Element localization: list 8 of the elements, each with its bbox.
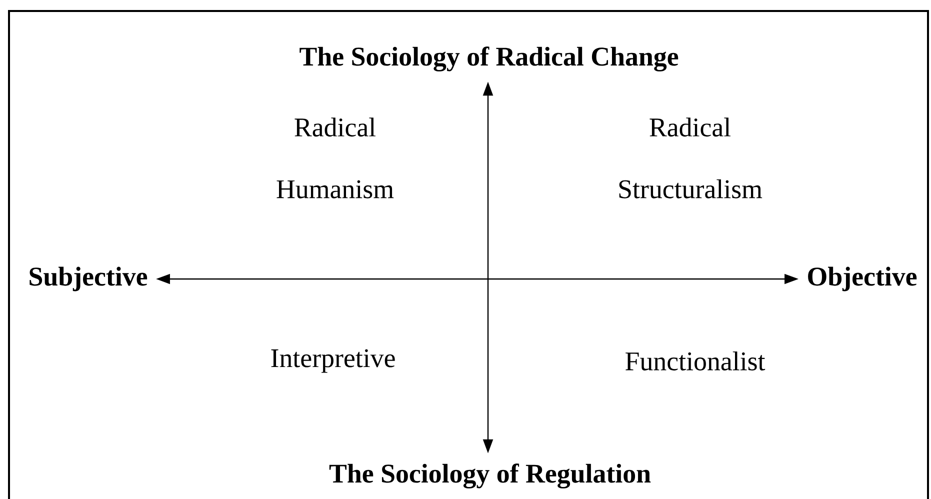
axis-label: Subjective	[30, 266, 148, 292]
quadrant-label: Functionalist	[626, 352, 766, 370]
quadrant-label: Radical Humanism	[276, 118, 394, 198]
axis-label: The Sociology of Radical Change	[300, 46, 678, 72]
axis-label: Objective	[808, 266, 917, 292]
quadrant-label: Interpretive	[271, 349, 395, 373]
quadrant-label: Radical Structuralism	[619, 118, 762, 198]
axis-label: The Sociology of Regulation	[329, 464, 651, 488]
